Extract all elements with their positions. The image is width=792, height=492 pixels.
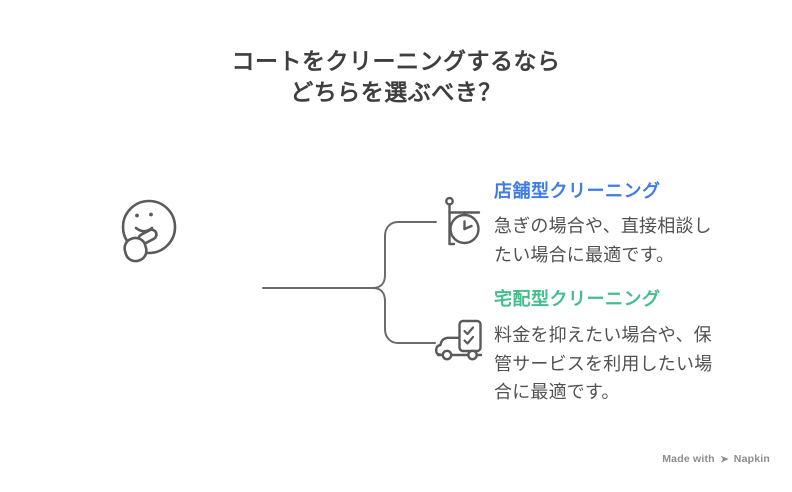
diagram-title: コートをクリーニングするなら どちらを選ぶべき？ bbox=[231, 48, 561, 105]
napkin-credit-badge[interactable]: Made with Napkin bbox=[662, 453, 770, 465]
branch-connector bbox=[262, 221, 437, 344]
delivery-truck-checklist-icon bbox=[434, 319, 483, 361]
made-with-label: Made with bbox=[662, 453, 715, 465]
option-body-delivery: 料金を抑えたい場合や、保 管サービスを利用したい場 合に最適です。 bbox=[494, 325, 713, 402]
option-heading-delivery: 宅配型クリーニング bbox=[494, 289, 661, 309]
option-body-store: 急ぎの場合や、直接相談し たい場合に最適です。 bbox=[494, 216, 712, 265]
option-heading-store: 店舗型クリーニング bbox=[494, 181, 661, 201]
storefront-clock-icon bbox=[445, 196, 481, 246]
thinking-face-icon bbox=[121, 199, 177, 263]
brand-label: Napkin bbox=[733, 453, 770, 465]
napkin-logo-icon bbox=[720, 455, 729, 463]
